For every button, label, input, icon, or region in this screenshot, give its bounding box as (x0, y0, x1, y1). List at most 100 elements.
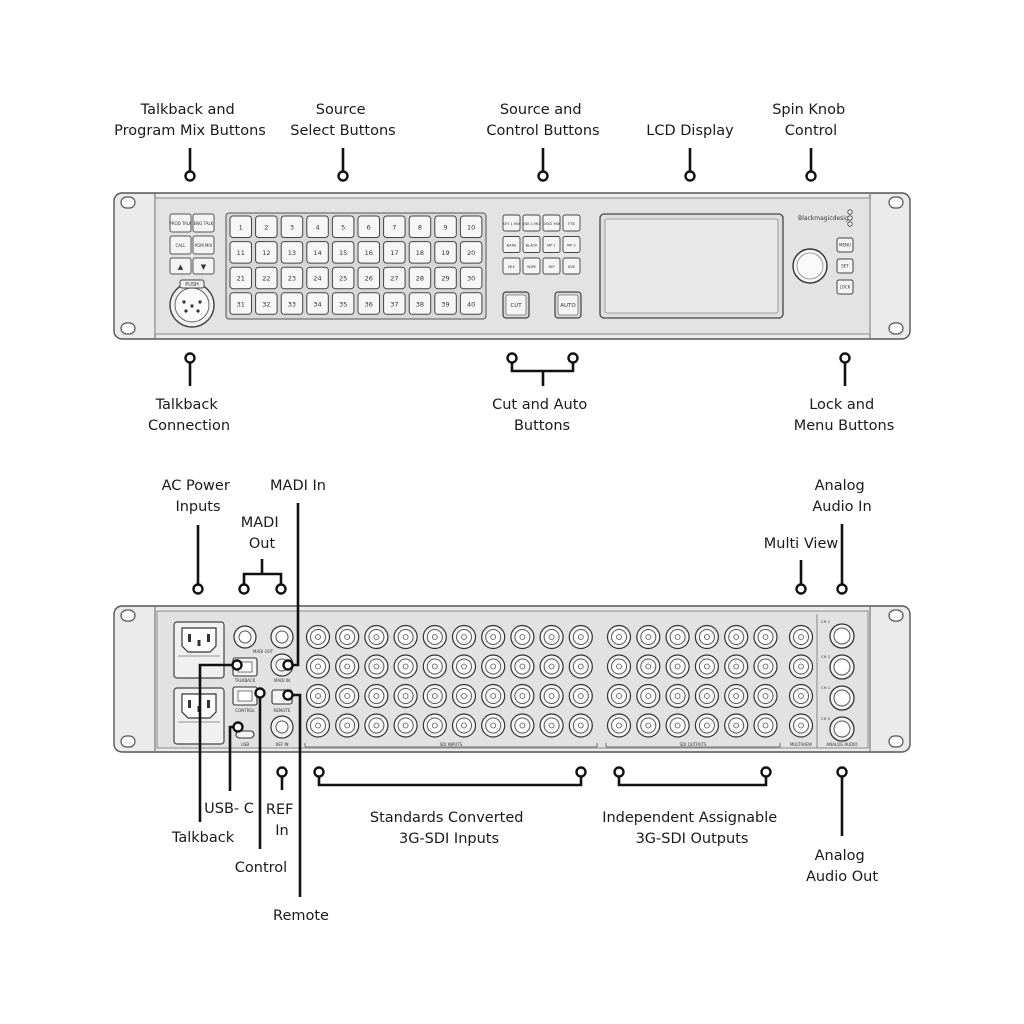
source-button-number: 38 (416, 300, 424, 308)
source-button (383, 266, 406, 290)
bnc-connector-pin (704, 663, 710, 670)
source-button (459, 241, 483, 264)
source-button (408, 241, 432, 264)
auto-button: AUTO (554, 291, 582, 319)
bnc-connector-pin (519, 634, 526, 640)
source-button-number: 15 (339, 249, 347, 257)
front-callouts: Talkback and Program Mix Buttons Source … (114, 102, 894, 434)
ref-in-port: REF IN (270, 715, 294, 747)
callout-control: Control (235, 860, 287, 876)
usb-c-port: USB (235, 730, 255, 747)
source-button (229, 266, 252, 290)
callout-cut-auto: Cut and Auto Buttons (492, 397, 592, 434)
bnc-connector-pin (344, 663, 351, 670)
front-panel: PROD TALK ENG TALK CALL PGM MIX ▲ ▼ PUSH… (113, 192, 911, 340)
source-button (459, 215, 483, 238)
source-button-number: 13 (288, 249, 296, 257)
source-button-number: 21 (237, 275, 245, 283)
bnc-connector-pin (798, 722, 804, 729)
source-button-number: 5 (341, 224, 345, 232)
control-button-label: DIP (549, 265, 556, 269)
bnc-connector-pin (315, 663, 321, 670)
source-button-number: 27 (390, 275, 398, 283)
source-button-number: 16 (365, 249, 373, 257)
source-button (229, 215, 252, 238)
source-button (255, 241, 278, 264)
analog-audio-ports: CH 1 CH 2 CH 1 CH 2 ANALOG AUDIO (816, 614, 858, 748)
source-button-number: 26 (365, 275, 373, 283)
source-button-number: 3 (290, 224, 294, 232)
source-button (331, 215, 355, 238)
bnc-connector-pin (490, 722, 497, 729)
bnc-connector-pin (315, 634, 321, 640)
source-button (331, 241, 355, 264)
channel-label: CH 2 (821, 716, 831, 721)
bnc-connector-pin (431, 693, 438, 699)
bnc-connector-pin (616, 634, 622, 640)
port-label: TALKBACK (234, 678, 256, 683)
source-button (383, 215, 406, 238)
port-label: ANALOG AUDIO (826, 742, 857, 747)
bnc-connector-pin (762, 693, 769, 699)
source-button (331, 266, 355, 290)
source-button (357, 292, 380, 315)
callout-usb-c: USB- C (204, 801, 254, 817)
callout-talkback-program: Talkback and Program Mix Buttons (114, 102, 266, 139)
bnc-connector-pin (373, 693, 380, 699)
control-button-label: WIPE (527, 265, 537, 269)
lcd-display (599, 213, 784, 319)
bnc-connector-pin (548, 722, 555, 729)
source-button (229, 241, 252, 264)
callout-talkback-connection: Talkback Connection (148, 397, 230, 434)
callout-source-control: Source and Control Buttons (486, 102, 599, 139)
menu-label: MENU (839, 243, 851, 248)
spin-knob (792, 248, 828, 284)
bnc-connector-pin (315, 693, 321, 699)
bnc-connector-pin (402, 722, 409, 729)
source-button-number: 14 (313, 249, 321, 257)
source-button (408, 292, 432, 315)
source-button-number: 17 (390, 249, 398, 257)
bnc-connector-pin (344, 634, 351, 640)
bnc-connector-pin (461, 663, 467, 670)
channel-label: CH 2 (821, 654, 831, 659)
control-button (522, 236, 541, 253)
bnc-connector-pin (674, 663, 681, 670)
bnc-connector-pin (798, 634, 804, 640)
bnc-connector-pin (315, 722, 321, 729)
bnc-connector-pin (402, 693, 409, 699)
bnc-connector-pin (577, 634, 584, 640)
source-button (306, 215, 329, 238)
callout-remote: Remote (273, 908, 329, 924)
bnc-connector-pin (548, 634, 555, 640)
source-button-number: 19 (441, 249, 449, 257)
source-button-number: 4 (315, 224, 319, 232)
port-label: CONTROL (235, 708, 255, 713)
auto-label: AUTO (560, 303, 576, 309)
port-label: MADI OUT (253, 649, 274, 654)
source-button (229, 292, 252, 315)
bnc-connector-pin (490, 693, 497, 699)
callout-ac-power: AC Power Inputs (162, 478, 235, 515)
source-button (306, 292, 329, 315)
sdi-outputs (606, 624, 778, 738)
cut-button: CUT (502, 291, 530, 319)
source-button (280, 292, 304, 315)
bnc-connector-pin (762, 722, 769, 729)
source-button (306, 241, 329, 264)
source-button-number: 28 (416, 275, 424, 283)
bnc-connector-pin (402, 634, 409, 640)
button-label: ▲ (178, 263, 184, 271)
source-button-number: 34 (313, 300, 321, 308)
source-button-number: 35 (339, 300, 347, 308)
rack-hole (888, 735, 904, 748)
brand-logo-icon (847, 209, 853, 227)
callout-source-select: Source Select Buttons (290, 102, 395, 139)
sdi-inputs (305, 624, 593, 738)
port-label: MULTIVIEW (790, 742, 812, 747)
bnc-connector-pin (616, 693, 622, 699)
rack-hole (888, 322, 904, 335)
callout-sdi-outputs: Independent Assignable 3G-SDI Outputs (602, 810, 782, 847)
